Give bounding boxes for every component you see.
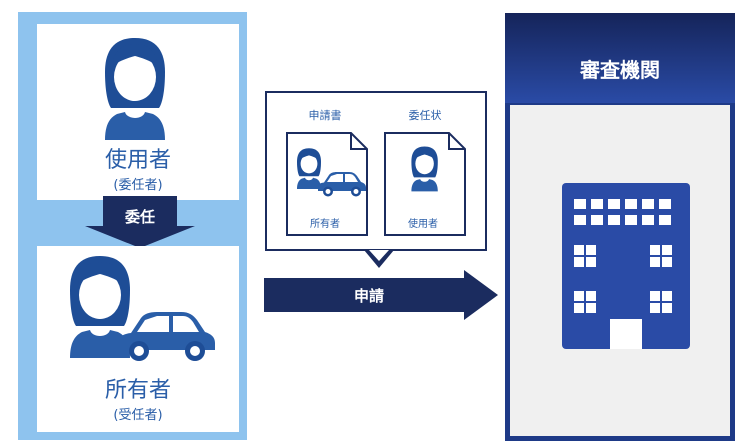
user-sub-label: (委任者) — [113, 178, 163, 193]
documents-pointer — [364, 250, 394, 268]
application-title: 申請書 — [308, 109, 342, 122]
application-document-icon — [286, 132, 368, 236]
proxy-title: 委任状 — [408, 109, 442, 122]
owner-car-icon — [119, 312, 215, 361]
application-caption: 所有者 — [310, 219, 340, 230]
apply-label: 申請 — [353, 287, 384, 305]
owner-person-icon — [70, 256, 130, 358]
apply-arrow — [264, 270, 498, 320]
building-icon — [562, 183, 690, 349]
documents-card: 申請書 委任状 所有者 使用者 — [265, 91, 487, 251]
owner-label: 所有者 — [104, 378, 171, 403]
delegate-arrow — [85, 196, 195, 248]
user-label: 使用者 — [104, 148, 171, 173]
proxy-caption: 使用者 — [408, 219, 438, 230]
authority-header — [505, 13, 735, 103]
delegate-label: 委任 — [124, 208, 155, 226]
owner-box: 所有者 (受任者) — [37, 246, 239, 432]
proxy-document-icon — [384, 132, 466, 236]
owner-sub-label: (受任者) — [113, 408, 163, 423]
authority-title: 審査機関 — [580, 58, 660, 82]
user-box: 使用者 (委任者) — [37, 24, 239, 200]
user-person-icon — [105, 38, 165, 140]
